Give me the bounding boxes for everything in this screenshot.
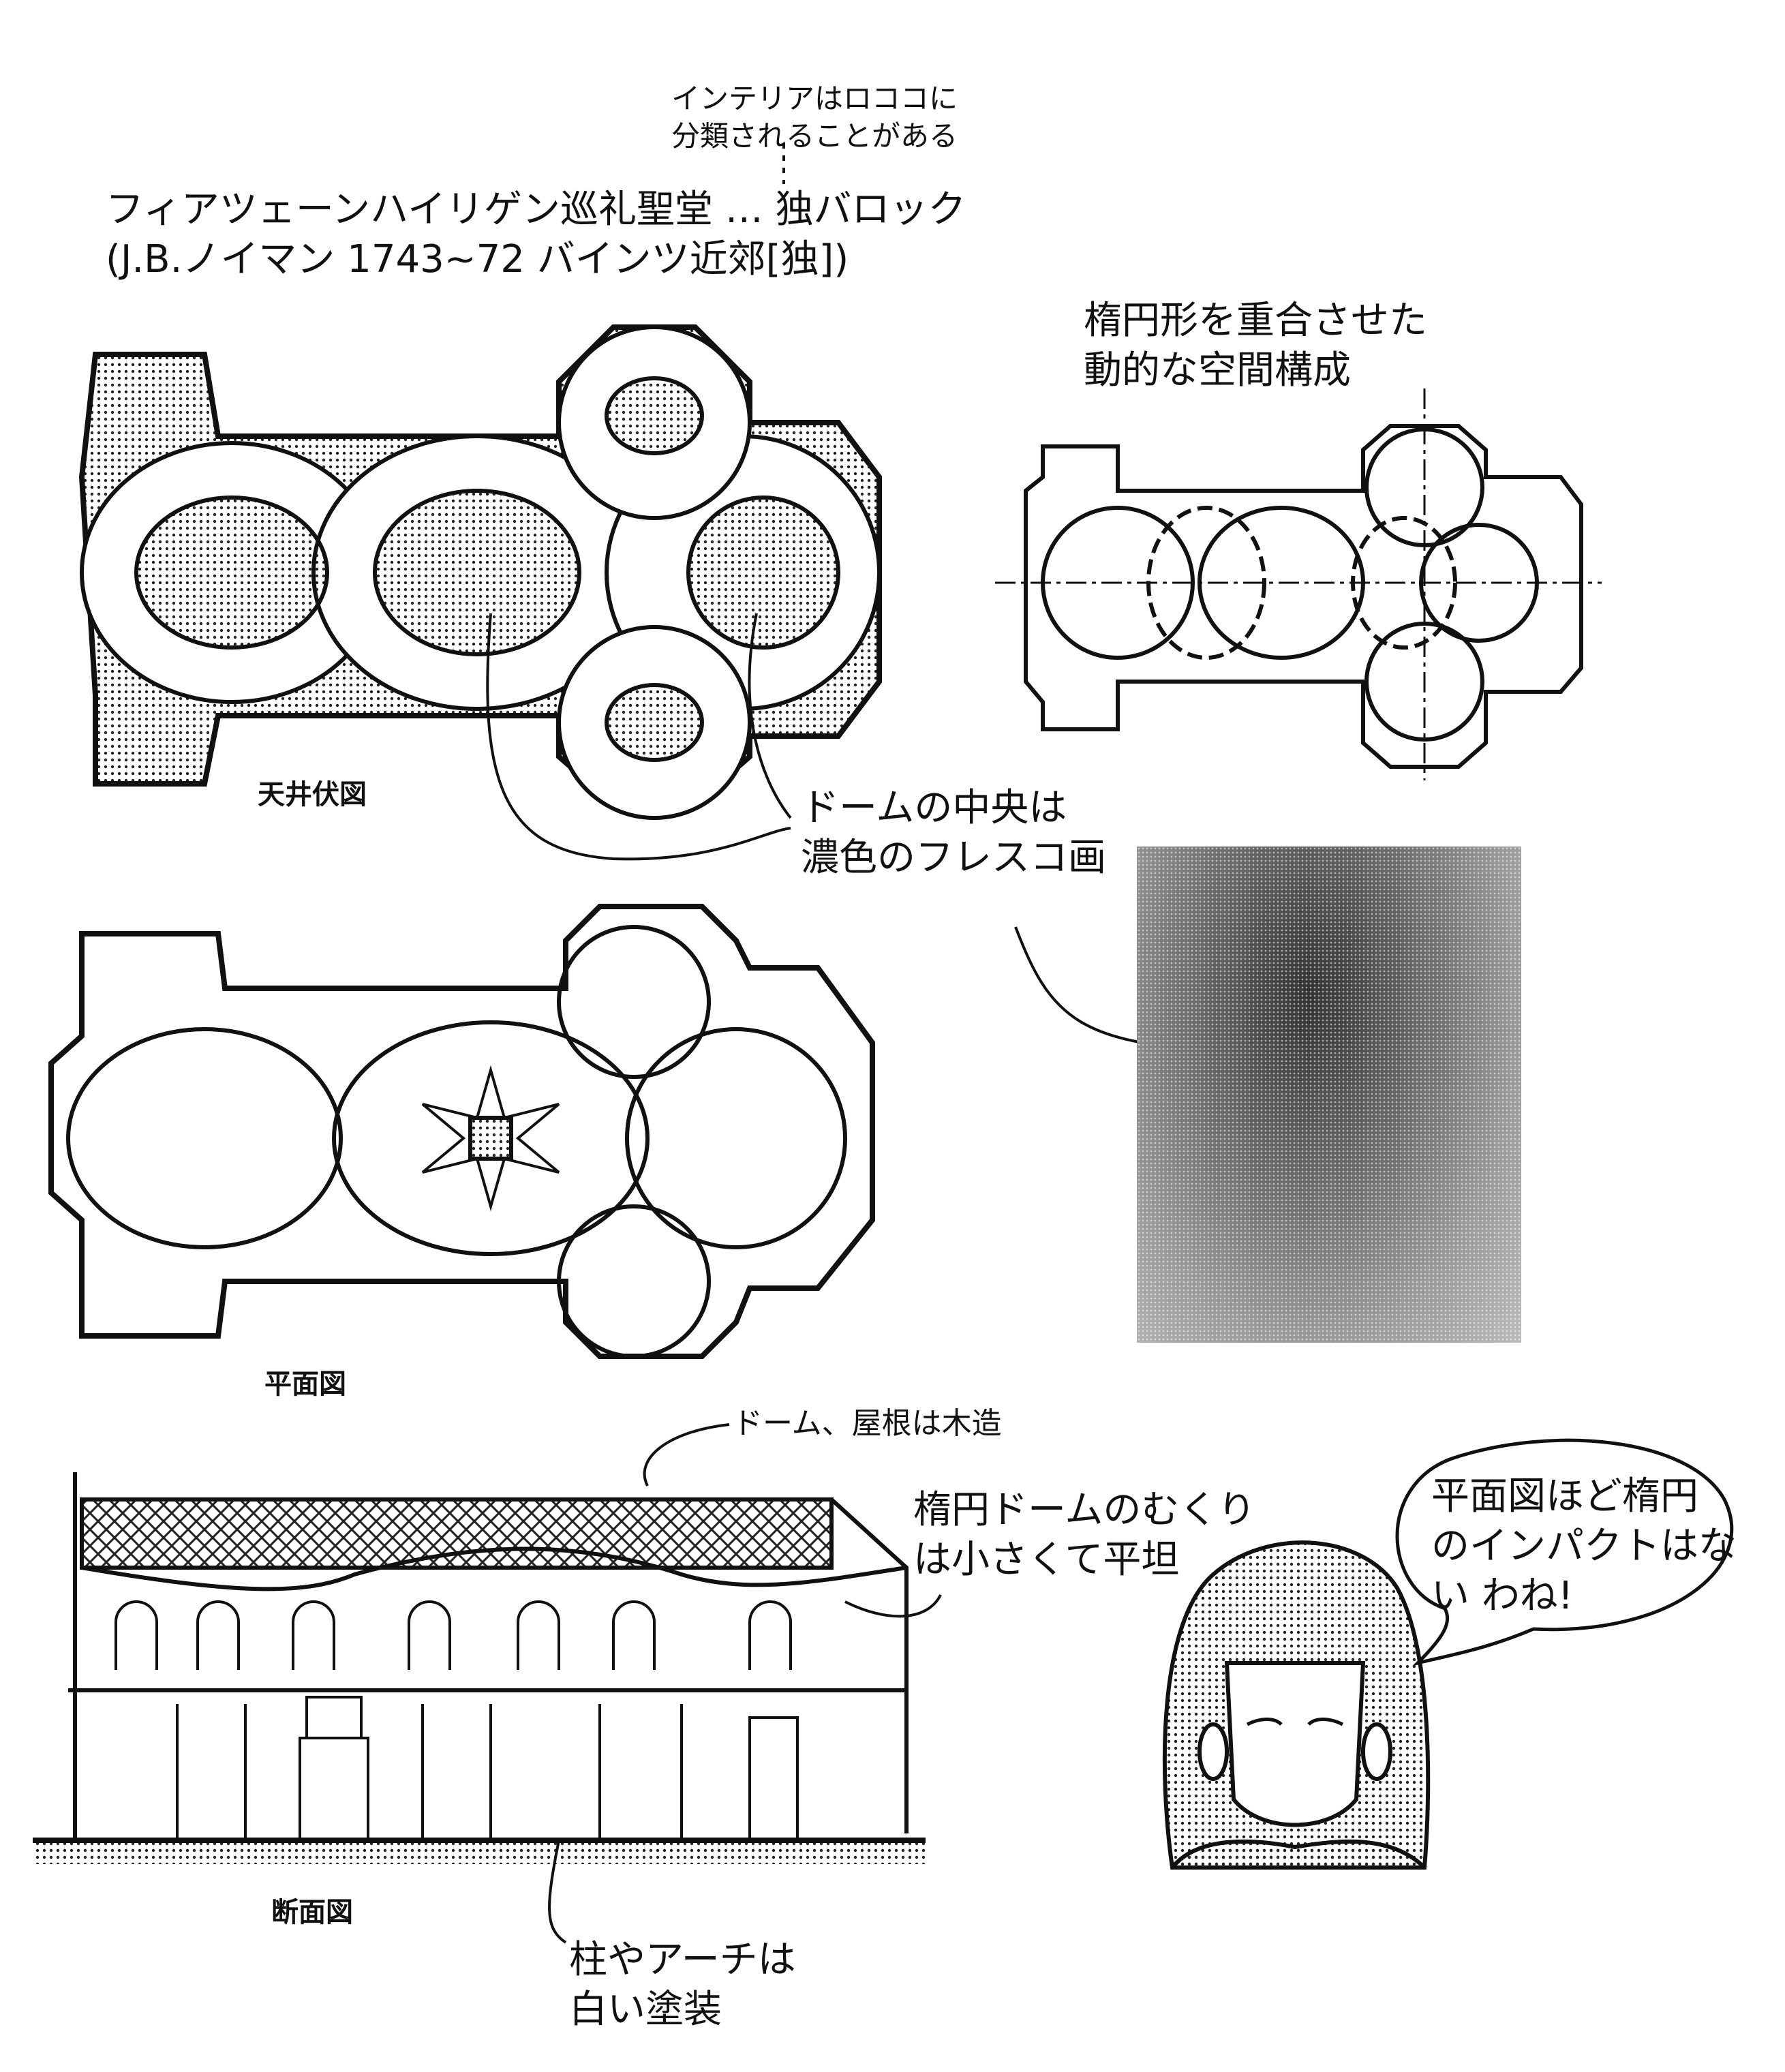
floor-plan-label: 平面図 <box>264 1369 346 1400</box>
column-note-line2: 白い塗装 <box>569 1987 722 2032</box>
ellipse-note-line1: 楕円形を重合させた <box>1084 299 1427 343</box>
title-line1: フィアツェーンハイリゲン巡礼聖堂 … 独バロック <box>106 187 966 232</box>
ellipse-note-line2: 動的な空間構成 <box>1084 348 1351 393</box>
roof-note: ドーム、屋根は木造 <box>733 1406 1002 1441</box>
speech-bubble: 平面図ほど楕円 のインパクトはな い わね! <box>1431 1472 1737 1621</box>
ellipse-composition-diagram <box>995 388 1602 780</box>
fresco-note-line1: ドームの中央は <box>801 786 1067 830</box>
rococo-note: インテリアはロココに 分類されることがある <box>671 80 958 155</box>
dome-note-line1: 楕円ドームのむくり <box>913 1488 1256 1532</box>
column-note-line1: 柱やアーチは <box>569 1938 796 1982</box>
fresco-note-line2: 濃色のフレスコ画 <box>801 835 1106 880</box>
ceiling-plan-drawing <box>78 324 882 861</box>
section-label: 断面図 <box>271 1897 353 1928</box>
floor-plan-drawing <box>48 904 875 1359</box>
girl-character-drawing <box>1162 1540 1431 1870</box>
fresco-note: ドームの中央は 濃色のフレスコ画 <box>801 784 1106 883</box>
speech-line2: のインパクトはな <box>1431 1523 1737 1568</box>
ellipse-note: 楕円形を重合させた 動的な空間構成 <box>1084 296 1427 396</box>
interior-photo <box>1137 847 1521 1343</box>
speech-line1: 平面図ほど楕円 <box>1431 1474 1698 1519</box>
page-title: フィアツェーンハイリゲン巡礼聖堂 … 独バロック (J.B.ノイマン 1743~… <box>106 185 966 285</box>
column-note: 柱やアーチは 白い塗装 <box>569 1936 796 2035</box>
rococo-note-line1: インテリアはロココに <box>671 82 958 115</box>
dome-note-line2: は小さくて平坦 <box>913 1537 1180 1582</box>
speech-line3: い わね! <box>1431 1573 1574 1618</box>
title-line2: (J.B.ノイマン 1743~72 バインツ近郊[独]) <box>106 237 849 281</box>
section-drawing <box>33 1423 942 1944</box>
ceiling-plan-label: 天井伏図 <box>258 779 367 810</box>
rococo-note-line2: 分類されることがある <box>671 119 958 153</box>
dome-note: 楕円ドームのむくり は小さくて平坦 <box>913 1486 1255 1585</box>
speech-bubble-shape <box>1395 1438 1734 1666</box>
